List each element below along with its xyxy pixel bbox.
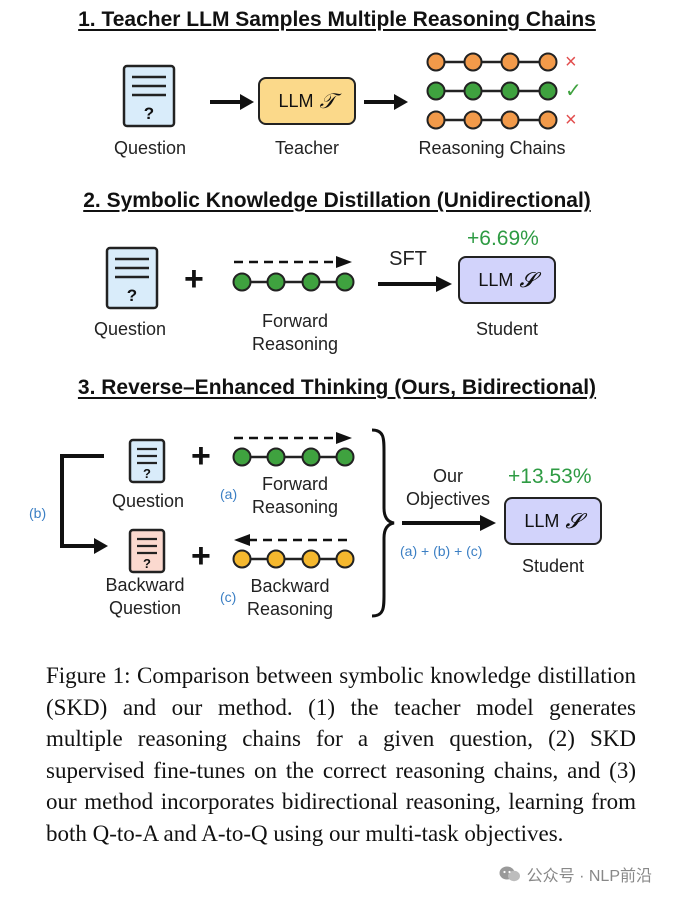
section3-gain: +13.53% (508, 465, 592, 488)
curly-brace (371, 428, 395, 618)
teacher-box-label: LLM (278, 90, 314, 111)
section2-title: 2. Symbolic Knowledge Distillation (Unid… (83, 189, 591, 212)
figure-caption: Figure 1: Comparison between symbolic kn… (46, 663, 636, 846)
teacher-llm-box: LLM 𝒯 (258, 77, 356, 125)
bracket-b-arrow (60, 454, 108, 554)
doc-symbol: ? (143, 466, 151, 481)
section3-forward-label: Forward Reasoning (251, 474, 339, 517)
question-document-icon: ? (105, 246, 159, 310)
forward-reasoning-chain (232, 256, 355, 292)
doc-symbol: ? (143, 556, 151, 571)
backward-question-document-icon: ? (128, 528, 166, 574)
student-box-label: LLM (524, 510, 560, 531)
section1-question-label: Question (113, 138, 187, 158)
question-document-icon: ? (128, 438, 166, 484)
chain-green (426, 81, 558, 101)
doc-symbol: ? (144, 104, 154, 123)
cross-icon: × (565, 109, 577, 131)
forward-reasoning-chain (232, 432, 355, 467)
section3-student-label: Student (521, 556, 585, 576)
section2-student-label: Student (475, 319, 539, 339)
student-llm-box: LLM 𝓢 (504, 497, 602, 545)
reasoning-chains-graphic (426, 52, 558, 130)
section2-gain: +6.69% (467, 227, 539, 250)
backward-question-label: Backward Question (105, 575, 185, 618)
section1-title: 1. Teacher LLM Samples Multiple Reasonin… (78, 8, 596, 31)
plus-sign: + (191, 537, 211, 575)
objectives-formula: (a) + (b) + (c) (400, 543, 483, 559)
wechat-icon (499, 866, 520, 882)
section2-question-label: Question (93, 319, 167, 339)
chain-orange-1 (426, 52, 558, 72)
section3-title: 3. Reverse–Enhanced Thinking (Ours, Bidi… (77, 376, 597, 399)
check-icon: ✓ (565, 80, 582, 102)
tag-c: (c) (220, 589, 237, 605)
arrow-icon (364, 94, 408, 110)
section2-forward-label: Forward Reasoning (251, 311, 339, 354)
question-document-icon: ? (122, 64, 176, 128)
chain-orange-2 (426, 110, 558, 130)
arrow-icon (378, 276, 452, 292)
objectives-label: Our Objectives (405, 466, 491, 509)
teacher-label: Teacher (274, 138, 340, 158)
arrow-icon (210, 94, 254, 110)
sft-label: SFT (389, 248, 427, 270)
reasoning-chains-label: Reasoning Chains (418, 138, 566, 158)
arrow-icon (402, 515, 496, 531)
teacher-symbol: 𝒯 (319, 88, 336, 113)
plus-sign: + (184, 260, 204, 298)
backward-reasoning-chain (232, 534, 355, 569)
plus-sign: + (191, 437, 211, 475)
watermark: 公众号 · NLP前沿 (499, 862, 652, 886)
section3-backward-label: Backward Reasoning (246, 576, 334, 619)
cross-icon: × (565, 51, 577, 73)
student-symbol: 𝓢 (565, 508, 582, 533)
tag-b: (b) (29, 505, 47, 521)
student-llm-box: LLM 𝓢 (458, 256, 556, 304)
student-box-label: LLM (478, 269, 514, 290)
doc-symbol: ? (127, 286, 137, 305)
watermark-text: 公众号 · NLP前沿 (526, 868, 652, 885)
section3-question-label: Question (111, 491, 185, 511)
tag-a: (a) (220, 486, 238, 502)
student-symbol: 𝓢 (519, 267, 536, 292)
